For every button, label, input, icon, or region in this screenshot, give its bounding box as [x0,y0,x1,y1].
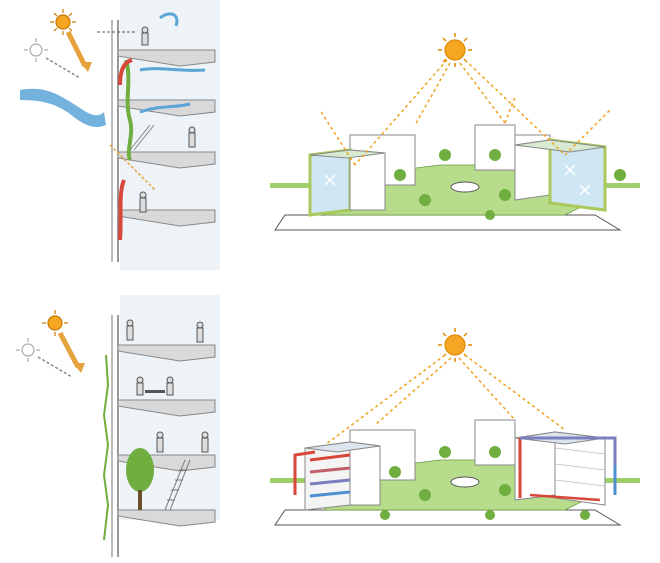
sun-rays [324,354,566,446]
faint-sun-icon [16,338,40,362]
wind-arrow [139,102,191,114]
building-right [514,431,606,506]
green-wall [124,59,134,161]
pool [450,476,480,488]
hot-air-loop [293,450,351,498]
section-drawing-bottom [16,295,220,557]
light-ray [109,144,156,191]
axonometric-drawing-top [270,33,640,231]
sun-icon [50,9,76,35]
axonometric-drawing-bottom [270,328,640,526]
section-background [120,0,220,270]
arrowhead [73,363,85,373]
wind-flow [20,88,106,128]
stair [129,124,155,151]
section-diagram-top [0,0,225,275]
person-icon [139,26,196,213]
cooling-icon [324,164,591,196]
diffuse-light-arrow [45,57,81,79]
building-left [304,441,381,511]
section-drawing-top [20,0,220,270]
axonometric-diagram-top [265,25,645,250]
arrowhead [80,62,92,72]
sun-beam-arrow [65,30,88,68]
wind-arrow [159,12,179,27]
sun-icon [438,328,472,362]
glass-building-right [514,138,607,212]
hot-air-arrow [118,179,126,241]
sun-beam-arrow [57,331,81,369]
faint-sun-icon [24,38,48,62]
table [145,390,165,393]
sun-icon [42,310,68,336]
person-icon [126,319,209,453]
section-diagram-bottom [0,295,225,563]
ground-plate [274,509,622,526]
green-bridge [270,478,325,483]
stair [164,459,191,511]
tree-icon [394,149,626,220]
glass-building-left [308,148,386,217]
wind-arrow [139,67,206,72]
ground-plate [274,214,622,231]
axonometric-diagram-bottom [265,320,645,545]
diffuse-light-arrow [37,356,73,378]
hot-air-arrow [118,58,133,86]
green-bridge [270,183,325,188]
sun-rays [319,59,611,166]
sun-icon [438,33,472,67]
tree-icon [126,448,154,510]
green-bridge [585,183,640,188]
hot-air-arrow [529,493,601,502]
green-bridge [585,478,640,483]
green-wall [102,354,110,541]
tree-icon [380,446,590,520]
pool [450,181,480,193]
